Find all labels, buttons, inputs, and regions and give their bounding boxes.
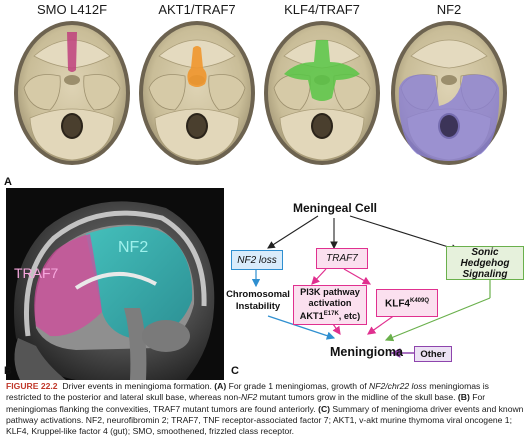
chrom-line2: Instability <box>235 301 281 312</box>
sagittal-mri-image <box>6 188 224 380</box>
chrom-line1: Chromosomal <box>226 289 290 300</box>
pi3k-line2: activation <box>308 298 352 309</box>
skull-label-klf4: KLF4/TRAF7 <box>284 2 360 17</box>
pi3k-line1: PI3K pathway <box>300 287 360 298</box>
node-nf2-loss-label: NF2 loss <box>237 254 277 266</box>
panel-letter-a: A <box>4 176 12 188</box>
other-label: Other <box>420 348 446 360</box>
node-shh-line1: Sonic Hedgehog <box>460 246 510 269</box>
skull-label-nf2: NF2 <box>436 2 462 17</box>
node-meningioma: Meningioma <box>330 345 403 359</box>
klf4-label: KLF4K409Q <box>384 298 429 310</box>
mri-label-nf2: NF2 <box>118 239 149 256</box>
node-klf4: KLF4K409Q <box>376 289 438 317</box>
pi3k-line3: AKT1E17K, etc) <box>299 311 361 322</box>
skull-akt1-traf7 <box>138 20 256 166</box>
panel-letter-c: C <box>231 365 239 377</box>
caption-title: FIGURE 22.2 <box>6 381 58 391</box>
node-meningeal-cell: Meningeal Cell <box>292 201 378 215</box>
node-pi3k-pathway: PI3K pathway activation AKT1E17K, etc) <box>293 285 367 325</box>
skull-klf4-traf7 <box>263 20 381 166</box>
node-traf7-label: TRAF7 <box>326 253 358 264</box>
skull-label-akt1: AKT1/TRAF7 <box>158 2 236 17</box>
node-nf2-loss: NF2 loss <box>231 250 283 270</box>
panel-letter-b: B <box>4 365 12 377</box>
skull-base-illustrations <box>13 20 508 166</box>
figure-caption: FIGURE 22.2 Driver events in meningioma … <box>6 381 524 437</box>
node-chromosomal-instability: Chromosomal Instability <box>226 289 290 313</box>
skull-smo <box>13 20 131 166</box>
node-shh-line2: Signaling <box>462 268 508 280</box>
skull-nf2 <box>390 20 508 166</box>
node-traf7: TRAF7 <box>316 248 368 269</box>
skull-label-smo: SMO L412F <box>36 2 108 17</box>
mri-label-traf7: TRAF7 <box>14 265 59 281</box>
node-sonic-hedgehog: Sonic Hedgehog Signaling <box>446 246 524 280</box>
node-other: Other <box>414 346 452 362</box>
